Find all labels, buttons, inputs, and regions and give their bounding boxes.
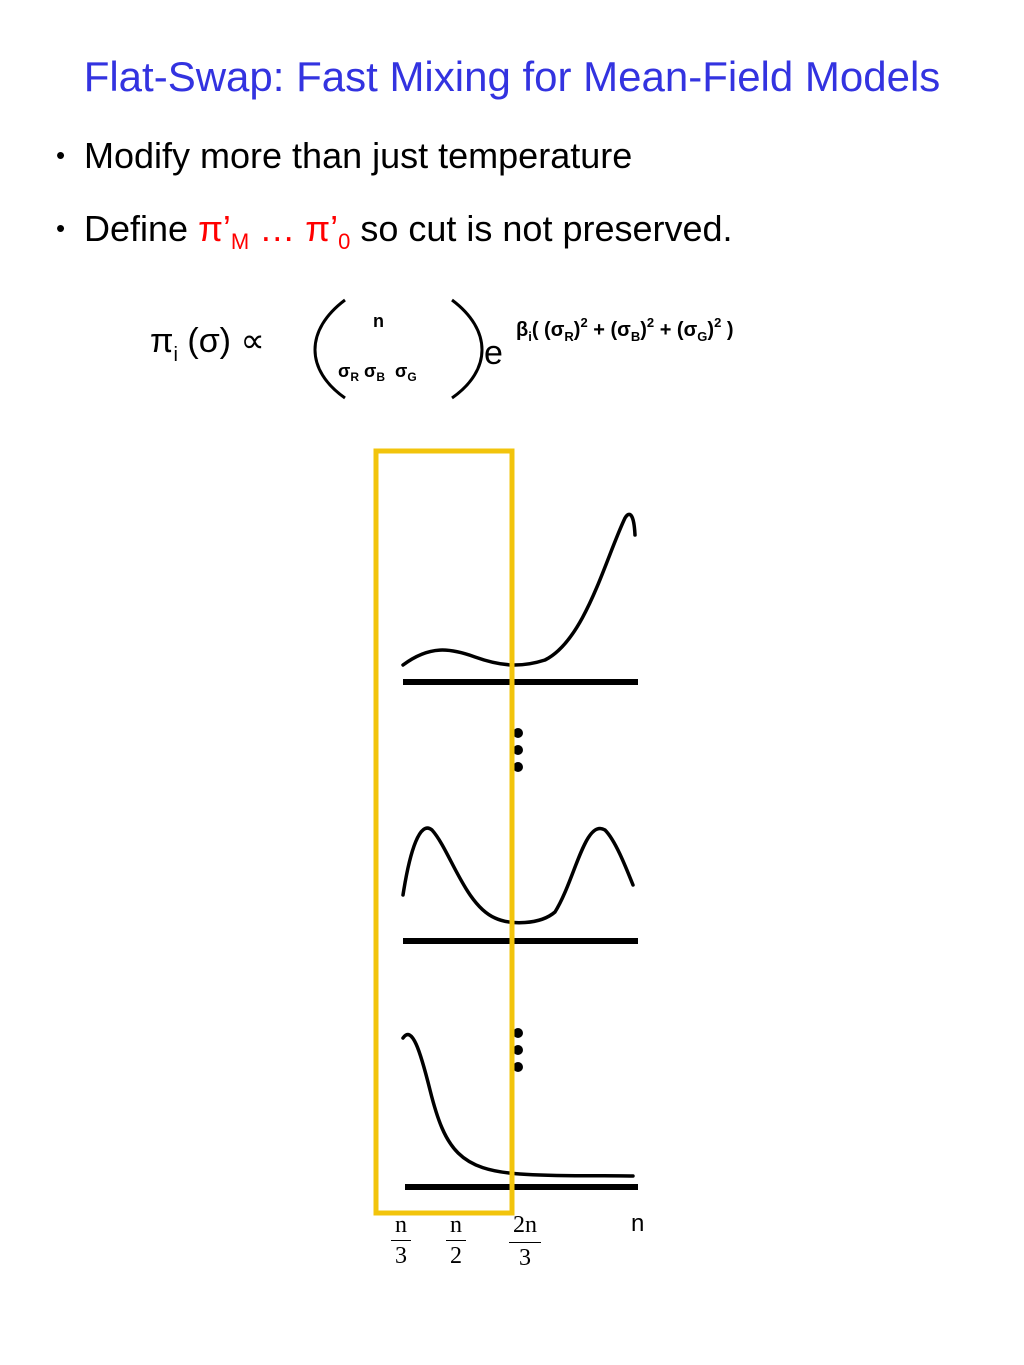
formula-exponential-base: e	[484, 334, 503, 372]
ellipsis-dot	[513, 762, 523, 772]
ellipsis-dot	[513, 1062, 523, 1072]
bullet-prefix: Define	[84, 208, 199, 249]
ellipsis-dot	[513, 728, 523, 738]
bullet-modify-temperature: • Modify more than just temperature	[56, 138, 632, 174]
binomial-right-paren	[451, 298, 484, 400]
pi-prime-m: π’M … π’0	[198, 208, 351, 254]
bullet-suffix: so cut is not preserved.	[350, 208, 733, 249]
slide-title: Flat-Swap: Fast Mixing for Mean-Field Mo…	[83, 53, 941, 100]
ellipsis-dot	[513, 1045, 523, 1055]
bullet-dot: •	[56, 213, 66, 243]
bullet-define-distributions: • Define π’M … π’0 so cut is not preserve…	[56, 208, 733, 254]
binomial-bottom: σR σB σG	[338, 361, 417, 384]
formula-exponent: βi( (σR)2 + (σB)2 + (σG)2 )	[516, 315, 734, 344]
distribution-curve-bottom	[401, 1032, 635, 1178]
binomial-top: n	[373, 311, 384, 331]
axis-end-label-n: n	[631, 1210, 645, 1237]
formula-lhs: πi (σ) ∝	[150, 322, 265, 366]
binomial-left-paren	[313, 298, 346, 400]
bullet-dot: •	[56, 140, 66, 170]
distribution-curve-top	[401, 512, 637, 667]
ellipsis-dot	[513, 1028, 523, 1038]
ellipsis-dot	[513, 745, 523, 755]
distribution-curve-middle	[401, 826, 635, 925]
highlight-window-box	[373, 448, 515, 1216]
bullet-text: Modify more than just temperature	[84, 135, 633, 176]
